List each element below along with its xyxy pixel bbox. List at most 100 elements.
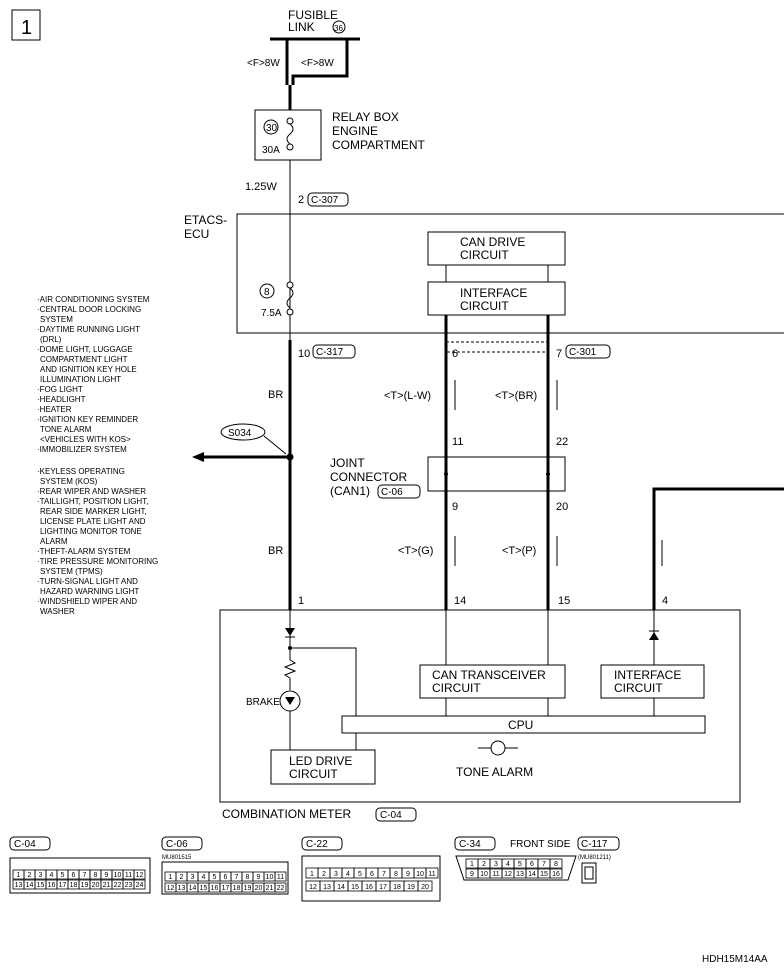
system-item: ·IMMOBILIZER SYSTEM (37, 445, 127, 454)
system-item: ·WINDSHIELD WIPER AND (37, 597, 137, 606)
conn-c04-body (9, 857, 151, 894)
etacs-title: ETACS- (184, 213, 227, 227)
connector-pin-number: 3 (494, 861, 498, 868)
interface-lower-line1: INTERFACE (614, 668, 681, 682)
system-item: LICENSE PLATE LIGHT AND (40, 517, 146, 526)
c317-label: C-317 (316, 347, 344, 358)
c301-pin: 7 (556, 348, 562, 360)
connector-pin-number: 18 (393, 884, 401, 891)
tone-alarm-icon (490, 740, 506, 756)
connector-pin-number: 18 (70, 882, 78, 889)
connector-pin-number: 22 (114, 882, 122, 889)
connector-pin-cell (549, 868, 563, 879)
connector-pin-number: 4 (346, 871, 350, 878)
connector-pin-number: 2 (322, 871, 326, 878)
fuse8-rating: 7.5A (261, 308, 282, 319)
relay-box (254, 109, 322, 161)
conn-c117-label-box (577, 836, 620, 851)
connector-pin-number: 19 (81, 882, 89, 889)
systems-arrow (192, 452, 204, 462)
led-drive-line2: CIRCUIT (289, 767, 338, 781)
connector-pin-number: 12 (136, 872, 144, 879)
relay-fuse-symbol (286, 123, 294, 145)
interface-upper-box (427, 281, 566, 316)
connector-pin-number: 10 (266, 874, 274, 881)
c307-label: C-307 (311, 195, 339, 206)
pin-22: 22 (556, 436, 568, 448)
system-item: ·CENTRAL DOOR LOCKING (37, 305, 141, 314)
connector-pin-number: 15 (540, 871, 548, 878)
relay-box-sub1: ENGINE (332, 124, 378, 138)
connector-pin-cell (425, 867, 439, 879)
connector-pin-number: 21 (103, 882, 111, 889)
connector-pin-number: 12 (504, 871, 512, 878)
connector-pin-number: 14 (189, 885, 197, 892)
conn-c04-label-box (9, 836, 51, 851)
brake-led-icon (285, 697, 295, 705)
system-item: ILLUMINATION LIGHT (40, 375, 121, 384)
system-item: ·DAYTIME RUNNING LIGHT (37, 325, 140, 334)
connector-pin-number: 16 (48, 882, 56, 889)
connector-pin-number: 16 (211, 885, 219, 892)
connector-pin-number: 9 (257, 874, 261, 881)
etacs-title-2: ECU (184, 227, 209, 241)
meter-pin-4: 4 (662, 595, 668, 607)
joint-connector-box (427, 456, 566, 492)
connector-pin-number: 5 (518, 861, 522, 868)
connector-pin-number: 4 (506, 861, 510, 868)
system-item: COMPARTMENT LIGHT (40, 355, 128, 364)
system-item: SYSTEM (40, 315, 73, 324)
fuse8-num-circle (259, 283, 275, 299)
relay-fuse-top-terminal (286, 117, 294, 125)
connector-pin-number: 16 (552, 871, 560, 878)
connector-pin-number: 11 (277, 874, 284, 881)
splice-s034-oval (220, 423, 266, 441)
connector-pin-cell (274, 882, 287, 893)
connector-pin-number: 21 (266, 885, 274, 892)
brake-label: BRAKE (246, 697, 280, 708)
connector-pin-number: 11 (428, 871, 435, 878)
c317-box (312, 344, 356, 359)
connector-pin-number: 18 (233, 885, 241, 892)
connector-pin-number: 1 (17, 872, 21, 879)
fuse8-top-terminal (286, 281, 294, 289)
joint-dot-right (546, 472, 550, 476)
meter-pin-14: 14 (454, 595, 466, 607)
connector-pin-number: 13 (516, 871, 524, 878)
system-item: (DRL) (40, 335, 62, 344)
pin-11: 11 (452, 436, 463, 448)
c301-box (565, 344, 611, 359)
can-transceiver-line1: CAN TRANSCEIVER (432, 668, 546, 682)
drawing-code: HDH15M14AA (702, 954, 768, 965)
connector-pin-number: 9 (105, 872, 109, 879)
connector-pin-number: 12 (167, 885, 175, 892)
connector-pin-number: 2 (482, 861, 486, 868)
pin-6: 6 (452, 348, 458, 360)
connector-pin-number: 20 (255, 885, 263, 892)
connector-pin-number: 7 (542, 861, 546, 868)
relay-box-title: RELAY BOX (332, 110, 399, 124)
interface-lower-line2: CIRCUIT (614, 681, 663, 695)
joint-connector-line3: (CAN1) (330, 484, 370, 498)
conn-c117-pin (584, 866, 594, 880)
system-item: AND IGNITION KEY HOLE (40, 365, 137, 374)
system-item: SYSTEM (TPMS) (40, 567, 103, 576)
joint-connector-label-box (377, 484, 421, 499)
wire-label-br2: <T>(BR) (495, 390, 537, 402)
system-item: ·FOG LIGHT (37, 385, 83, 394)
connector-pin-number: 14 (26, 882, 34, 889)
connector-pin-number: 6 (530, 861, 534, 868)
connector-pin-number: 1 (169, 874, 173, 881)
connector-pin-number: 14 (337, 884, 345, 891)
conn-c117-label: C-117 (581, 839, 608, 850)
system-item: ·DOME LIGHT, LUGGAGE (37, 345, 133, 354)
front-side-label: FRONT SIDE (510, 839, 571, 850)
connector-pin-number: 5 (358, 871, 362, 878)
system-item: ·TAILLIGHT, POSITION LIGHT, (37, 497, 148, 506)
splice-s034-leader (263, 435, 287, 455)
connector-pin-number: 8 (394, 871, 398, 878)
conn-c117-body (581, 862, 597, 884)
page-number-box (11, 9, 41, 41)
